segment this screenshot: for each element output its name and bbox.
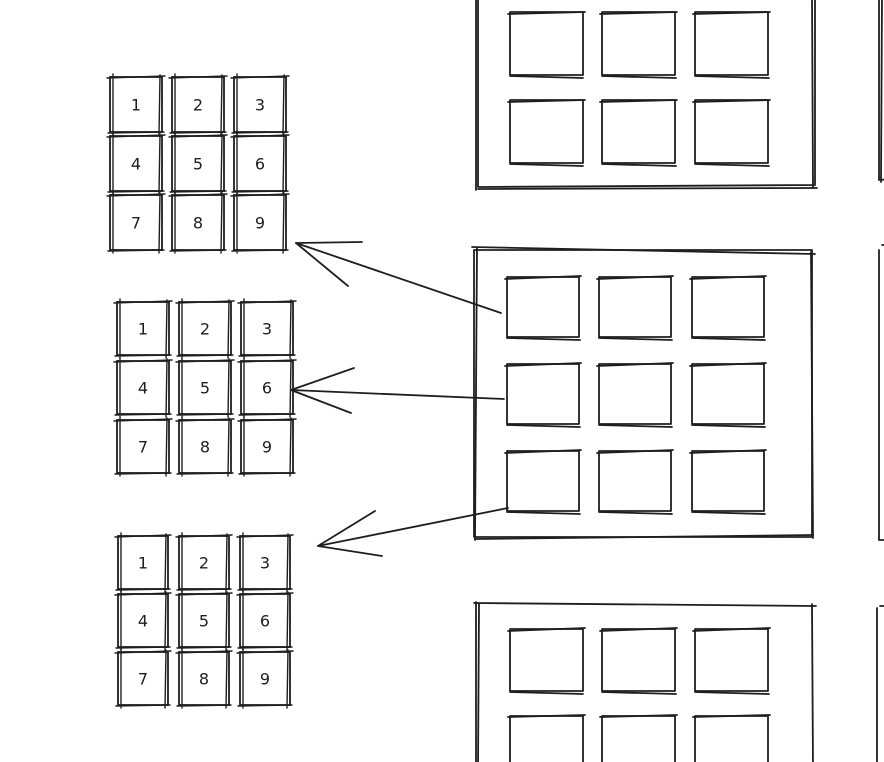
frame-bottom-cells (507, 627, 771, 762)
key-sketch-stroke (113, 416, 173, 477)
key-2: 2 (175, 298, 235, 359)
key-label: 1 (138, 554, 148, 573)
key-label: 9 (260, 670, 270, 689)
key-5: 5 (175, 357, 235, 418)
frame-right-edge (876, 0, 884, 762)
key-9: 9 (236, 648, 294, 709)
key-sketch-stroke (168, 73, 228, 136)
key-6: 6 (230, 132, 290, 195)
frame-bottom (473, 601, 817, 762)
key-sketch-stroke (237, 357, 297, 418)
key-sketch-stroke (106, 73, 166, 136)
key-sketch-stroke (175, 357, 235, 418)
key-sketch-stroke (237, 416, 297, 477)
key-label: 7 (138, 670, 148, 689)
key-4: 4 (114, 590, 172, 651)
key-label: 2 (200, 320, 210, 339)
key-sketch-stroke (114, 648, 172, 709)
frame-middle (471, 246, 816, 541)
frame-top (475, 0, 818, 191)
key-label: 6 (255, 155, 265, 174)
key-label: 4 (138, 379, 148, 398)
key-label: 1 (138, 320, 148, 339)
key-7: 7 (106, 191, 166, 254)
key-7: 7 (114, 648, 172, 709)
key-6: 6 (237, 357, 297, 418)
key-label: 9 (255, 214, 265, 233)
key-label: 8 (200, 438, 210, 457)
key-sketch-stroke (237, 298, 297, 359)
key-3: 3 (230, 73, 290, 136)
key-label: 9 (262, 438, 272, 457)
key-sketch-stroke (230, 73, 290, 136)
key-sketch-stroke (230, 132, 290, 195)
key-sketch-stroke (114, 590, 172, 651)
key-label: 6 (262, 379, 272, 398)
arrow-to-keypad-bottom (317, 507, 509, 557)
key-sketch-stroke (236, 590, 294, 651)
key-7: 7 (113, 416, 173, 477)
key-sketch-stroke (175, 532, 233, 593)
key-label: 5 (200, 379, 210, 398)
key-8: 8 (175, 648, 233, 709)
key-sketch-stroke (168, 132, 228, 195)
key-2: 2 (175, 532, 233, 593)
key-label: 3 (260, 554, 270, 573)
key-4: 4 (113, 357, 173, 418)
key-label: 7 (131, 214, 141, 233)
key-label: 4 (138, 612, 148, 631)
key-1: 1 (106, 73, 166, 136)
keypad-top: 1 2 3 4 5 6 7 8 9 (106, 73, 290, 254)
key-sketch-stroke (175, 648, 233, 709)
key-8: 8 (168, 191, 228, 254)
frame-top-cells (507, 11, 771, 167)
key-label: 7 (138, 438, 148, 457)
key-label: 2 (199, 554, 209, 573)
key-label: 1 (131, 96, 141, 115)
key-sketch-stroke (175, 298, 235, 359)
key-label: 8 (193, 214, 203, 233)
key-label: 8 (199, 670, 209, 689)
key-6: 6 (236, 590, 294, 651)
key-sketch-stroke (236, 648, 294, 709)
key-sketch-stroke (113, 357, 173, 418)
key-sketch-stroke (113, 298, 173, 359)
key-5: 5 (168, 132, 228, 195)
key-3: 3 (237, 298, 297, 359)
key-sketch-stroke (236, 532, 294, 593)
key-label: 5 (193, 155, 203, 174)
key-8: 8 (175, 416, 235, 477)
keypad-bottom: 1 2 3 4 5 6 7 8 9 (114, 532, 294, 709)
key-label: 3 (262, 320, 272, 339)
key-label: 6 (260, 612, 270, 631)
key-sketch-stroke (175, 416, 235, 477)
keypad-middle: 1 2 3 4 5 6 7 8 9 (113, 298, 297, 477)
key-sketch-stroke (168, 191, 228, 254)
key-5: 5 (175, 590, 233, 651)
key-label: 5 (199, 612, 209, 631)
key-2: 2 (168, 73, 228, 136)
key-1: 1 (113, 298, 173, 359)
key-3: 3 (236, 532, 294, 593)
key-sketch-stroke (106, 132, 166, 195)
key-9: 9 (230, 191, 290, 254)
key-sketch-stroke (175, 590, 233, 651)
key-sketch-stroke (230, 191, 290, 254)
arrow-to-keypad-middle (290, 367, 505, 414)
arrow-to-keypad-top (295, 241, 502, 314)
key-sketch-stroke (114, 532, 172, 593)
key-label: 4 (131, 155, 141, 174)
key-4: 4 (106, 132, 166, 195)
key-sketch-stroke (106, 191, 166, 254)
key-label: 3 (255, 96, 265, 115)
key-label: 2 (193, 96, 203, 115)
key-1: 1 (114, 532, 172, 593)
key-9: 9 (237, 416, 297, 477)
frame-middle-cells (504, 275, 767, 515)
